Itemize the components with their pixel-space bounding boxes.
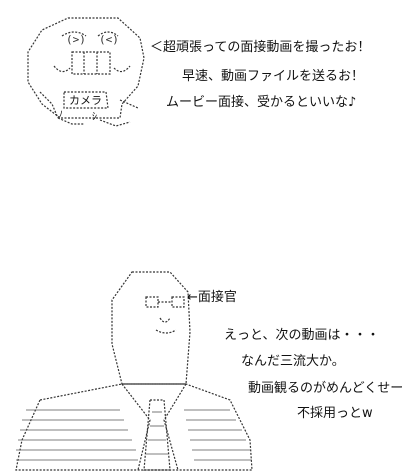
interviewer-glasses-left — [145, 296, 159, 308]
interviewer-glasses-right — [171, 296, 185, 308]
top-speech-line-2: 早速、動画ファイルを送るお！ — [182, 69, 365, 84]
bottom-speech-line-2: なんだ三流大か。 — [241, 354, 345, 369]
scribble-b: ｼ — [92, 112, 97, 123]
interviewer-head-outline — [111, 271, 191, 385]
top-head-outline — [27, 17, 145, 119]
interviewer-label: ←面接官 — [187, 290, 237, 305]
top-speech-line-1: ＜超頑張っての面接動画を撮ったお！ — [150, 40, 371, 55]
svg-text:(>): (>) — [66, 33, 86, 46]
scribble-a: ﾉ — [58, 110, 63, 121]
top-speech-line-3: ムービー面接、受かるといいな♪ — [166, 95, 357, 110]
top-mouth — [71, 51, 111, 75]
top-camera-box — [63, 91, 109, 109]
top-right-eye — [97, 31, 119, 37]
camera-label: カメラ — [69, 94, 102, 107]
svg-text:(<): (<) — [99, 33, 119, 46]
interviewer-tie — [143, 399, 171, 471]
bottom-speech-line-4: 不採用っとw — [297, 406, 373, 421]
bottom-speech-line-3: 動画観るのがめんどくせー — [248, 381, 404, 396]
bottom-speech-line-1: えっと、次の動画は・・・ — [224, 328, 380, 343]
interviewer-suit — [15, 383, 253, 471]
